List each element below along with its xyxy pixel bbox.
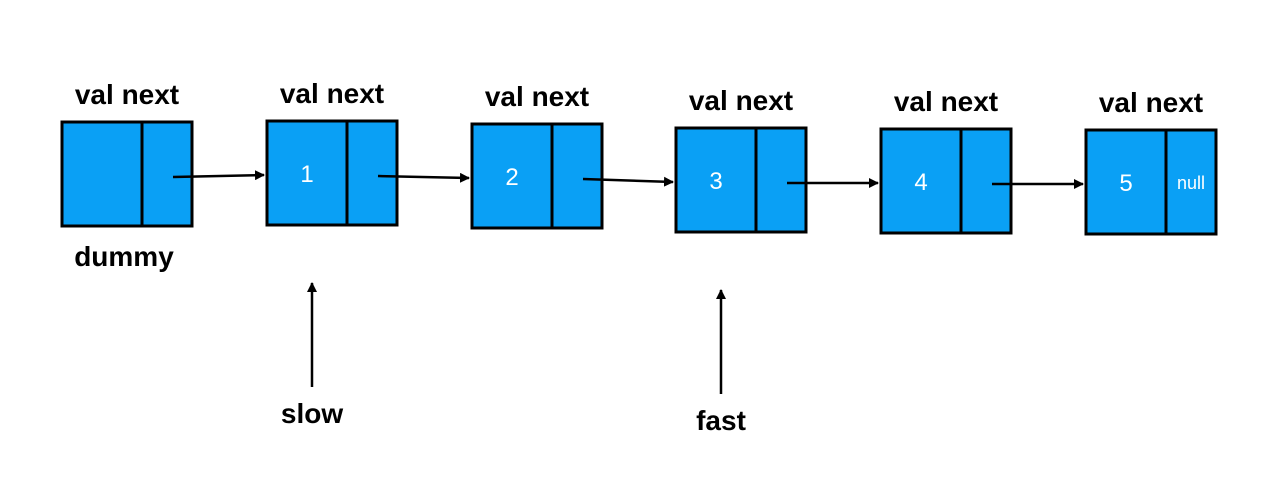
next-link-arrow [172, 170, 265, 181]
node-next-cell [550, 122, 604, 230]
node-value: 1 [300, 161, 313, 188]
list-node: val next 2 [470, 81, 604, 230]
next-link-arrow [582, 176, 674, 187]
node-val-cell [674, 126, 758, 234]
node-val-cell [265, 119, 349, 227]
field-header-label: val next [689, 85, 793, 116]
node-next-null: null [1177, 173, 1205, 193]
next-link-arrow [377, 172, 470, 183]
pointers-layer: slow fast [281, 282, 746, 436]
node-next-cell [140, 120, 194, 228]
node-value: 4 [914, 169, 927, 196]
dummy-caption: dummy [74, 241, 174, 272]
node-value: 3 [709, 168, 722, 195]
field-header-label: val next [280, 78, 384, 109]
node-next-cell [1164, 128, 1218, 236]
node-val-cell [60, 120, 144, 228]
slow-pointer-label: slow [281, 398, 343, 429]
nodes-layer: val next dummy val next 1 val next 2 val next 3… [60, 78, 1218, 272]
node-next-cell [754, 126, 808, 234]
list-node: val next dummy [60, 79, 194, 272]
field-header-label: val next [75, 79, 179, 110]
field-header-label: val next [485, 81, 589, 112]
node-val-cell [470, 122, 554, 230]
node-value: 5 [1119, 170, 1132, 197]
node-next-cell [345, 119, 399, 227]
list-node: val next 3 [674, 85, 808, 234]
list-node: val next 1 [265, 78, 399, 227]
field-header-label: val next [894, 86, 998, 117]
list-node: val next 4 [879, 86, 1013, 235]
node-next-cell [959, 127, 1013, 235]
links-layer [172, 170, 1084, 189]
fast-pointer-label: fast [696, 405, 746, 436]
list-node: val next 5 null [1084, 87, 1218, 236]
field-header-label: val next [1099, 87, 1203, 118]
node-value: 2 [505, 164, 518, 191]
